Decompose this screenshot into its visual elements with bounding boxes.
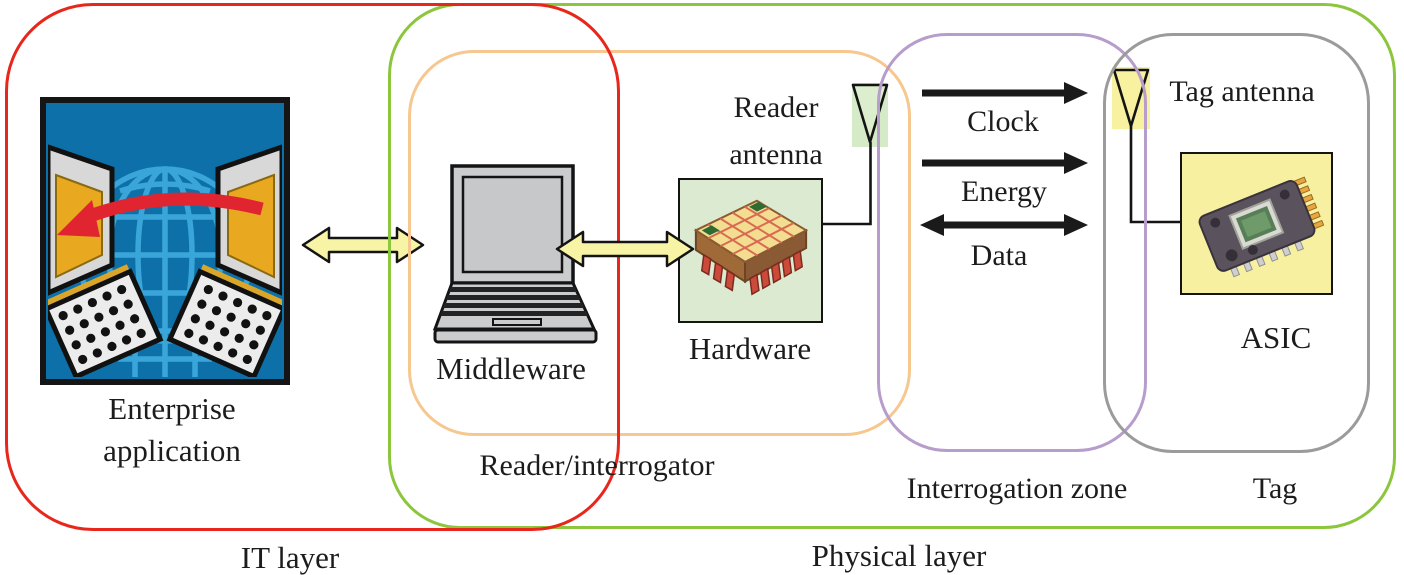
- enterprise-application-label: Enterprise application: [52, 388, 292, 472]
- reader-antenna-label-line1: Reader: [733, 91, 819, 124]
- circuit-chip-icon: [693, 199, 808, 296]
- hardware-box: [678, 178, 823, 323]
- tag-boundary: [1103, 33, 1370, 453]
- clock-signal-label: Clock: [967, 105, 1039, 138]
- red-sync-arrow-icon: [57, 192, 264, 237]
- enterprise-label-line2: application: [103, 433, 241, 468]
- interrogation-zone-layer-label: Interrogation zone: [906, 472, 1128, 505]
- energy-signal-label: Energy: [960, 175, 1048, 208]
- enterprise-application-image: [40, 97, 290, 385]
- reader-interrogator-layer-label: Reader/interrogator: [479, 449, 715, 482]
- tag-layer-label: Tag: [1252, 472, 1298, 505]
- middleware-laptop-image: [431, 163, 603, 345]
- it-layer-label: IT layer: [240, 540, 340, 575]
- tag-antenna-label: Tag antenna: [1169, 75, 1315, 108]
- asic-chip-icon: [1198, 175, 1324, 277]
- data-signal-label: Data: [970, 239, 1028, 272]
- hardware-label: Hardware: [688, 331, 812, 366]
- enterprise-label-line1: Enterprise: [108, 391, 236, 426]
- middleware-label: Middleware: [436, 351, 586, 386]
- asic-label: ASIC: [1240, 320, 1312, 355]
- interrogation-zone-boundary: [877, 33, 1147, 452]
- physical-layer-boundary: [388, 3, 1396, 529]
- reader-antenna-label-line2: antenna: [729, 138, 823, 171]
- physical-layer-label: Physical layer: [811, 538, 987, 573]
- globe-laptops-clipart-icon: [40, 97, 290, 385]
- reader-antenna-label: Reader antenna: [691, 84, 861, 178]
- laptop-icon: [432, 164, 598, 344]
- asic-box: [1180, 152, 1333, 295]
